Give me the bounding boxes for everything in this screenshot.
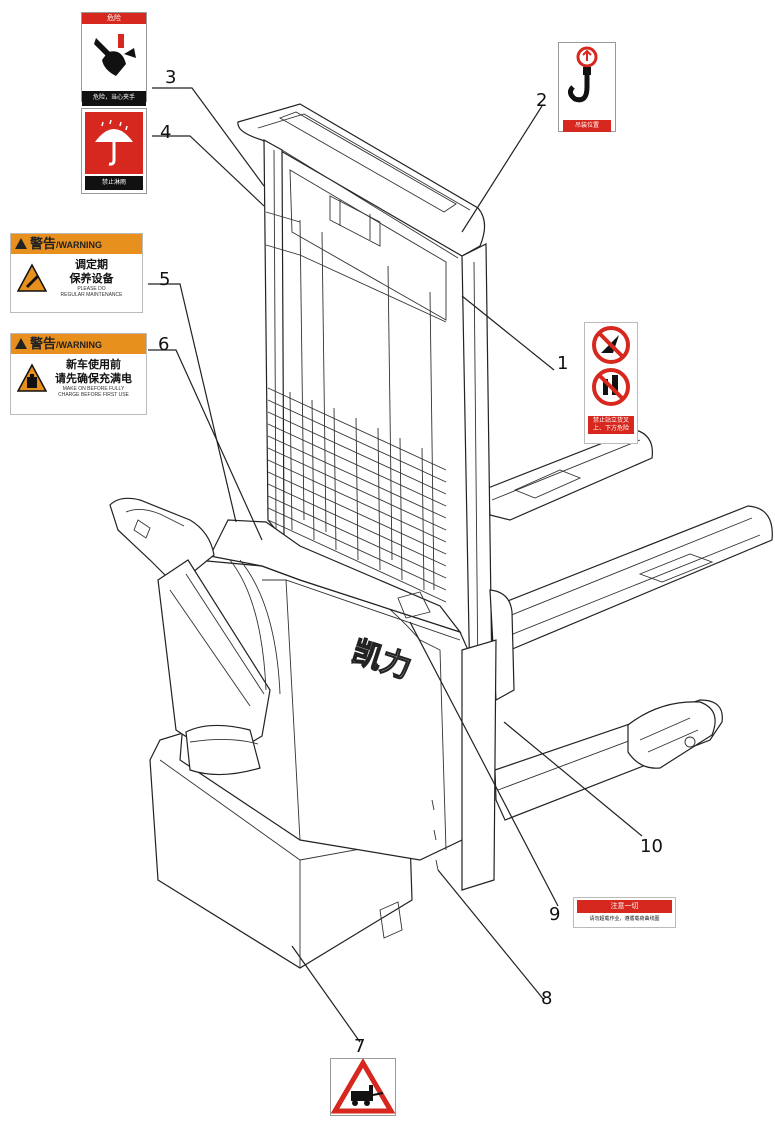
sign-prohibit-foot2: 上、下方危险 (592, 426, 629, 432)
callout-10: 10 (640, 836, 663, 857)
tip-over-warning-icon (330, 1058, 396, 1114)
sign-hook-foot: 吊装位置 (563, 120, 611, 132)
callout-9: 9 (549, 904, 560, 925)
callout-8: 8 (541, 988, 552, 1009)
umbrella-icon (95, 119, 133, 166)
tiller (109, 497, 281, 776)
sign-pinch-head: 危险 (82, 13, 146, 24)
sign-caution-load: 注意一切 请勿超载作业，遵循载荷曲线图 (573, 897, 676, 928)
sign-caution-foot: 请勿超载作业，遵循载荷曲线图 (589, 916, 660, 922)
leader-lines (148, 87, 643, 1043)
fork-lower (489, 505, 773, 651)
mast (237, 103, 515, 705)
warning-b-title: 警告 (30, 336, 57, 351)
fork-wheel-arm (494, 699, 723, 821)
sign-lifting-point: 吊装位置 (558, 42, 616, 132)
callout-5: 5 (159, 269, 170, 290)
callout-3: 3 (165, 67, 176, 88)
sign-keep-dry: 禁止淋雨 (81, 108, 147, 194)
warning-a-title: 警告 (30, 236, 57, 251)
warning-label-charge: 警告/WARNING 新车使用前 请先确保充满电 MAKE ON BEFORE … (10, 333, 147, 415)
hook-icon (567, 46, 598, 103)
warning-label-maintenance: 警告/WARNING 调定期 保养设备 PLEASE DO REGULAR MA… (10, 233, 143, 313)
pinch-hand-icon (94, 34, 136, 76)
warning-b-title-en: /WARNING (56, 340, 103, 350)
warning-triangle-icon (15, 338, 27, 349)
warning-a-line2: 保养设备 (69, 273, 114, 285)
no-standing-icon (592, 326, 630, 406)
warning-b-small2: CHARGE BEFORE FIRST USE (58, 392, 129, 398)
sign-prohibition: 禁止站立货叉 上、下方危险 (584, 322, 638, 444)
warning-b-line1: 新车使用前 (66, 359, 121, 371)
sign-pinch-foot: 危险，当心夹手 (82, 91, 146, 106)
callout-6: 6 (158, 334, 169, 355)
callout-7: 7 (354, 1036, 365, 1057)
callout-1: 1 (557, 353, 568, 374)
wrench-warning-icon (17, 263, 47, 292)
callout-2: 2 (536, 90, 547, 111)
warning-a-small1: PLEASE DO (77, 286, 106, 292)
sign-prohibit-foot1: 禁止站立货叉 (592, 418, 629, 424)
warning-a-small2: REGULAR MAINTENANCE (60, 292, 123, 298)
sign-pinch-hazard: 危险 危险，当心夹手 (81, 12, 147, 106)
sign-caution-head: 注意一切 (577, 900, 672, 913)
warning-b-small1: MAKE ON BEFORE FULLY (62, 386, 125, 392)
warning-b-line2: 请先确保充满电 (55, 373, 132, 385)
warning-a-line1: 调定期 (75, 259, 108, 271)
chassis (149, 519, 497, 969)
warning-a-title-en: /WARNING (56, 240, 103, 250)
sign-tip-over (330, 1058, 396, 1116)
battery-warning-icon (17, 363, 47, 392)
sign-keep-dry-foot: 禁止淋雨 (85, 176, 143, 190)
callout-4: 4 (160, 122, 171, 143)
warning-triangle-icon (15, 238, 27, 249)
mast-grille (267, 387, 447, 603)
